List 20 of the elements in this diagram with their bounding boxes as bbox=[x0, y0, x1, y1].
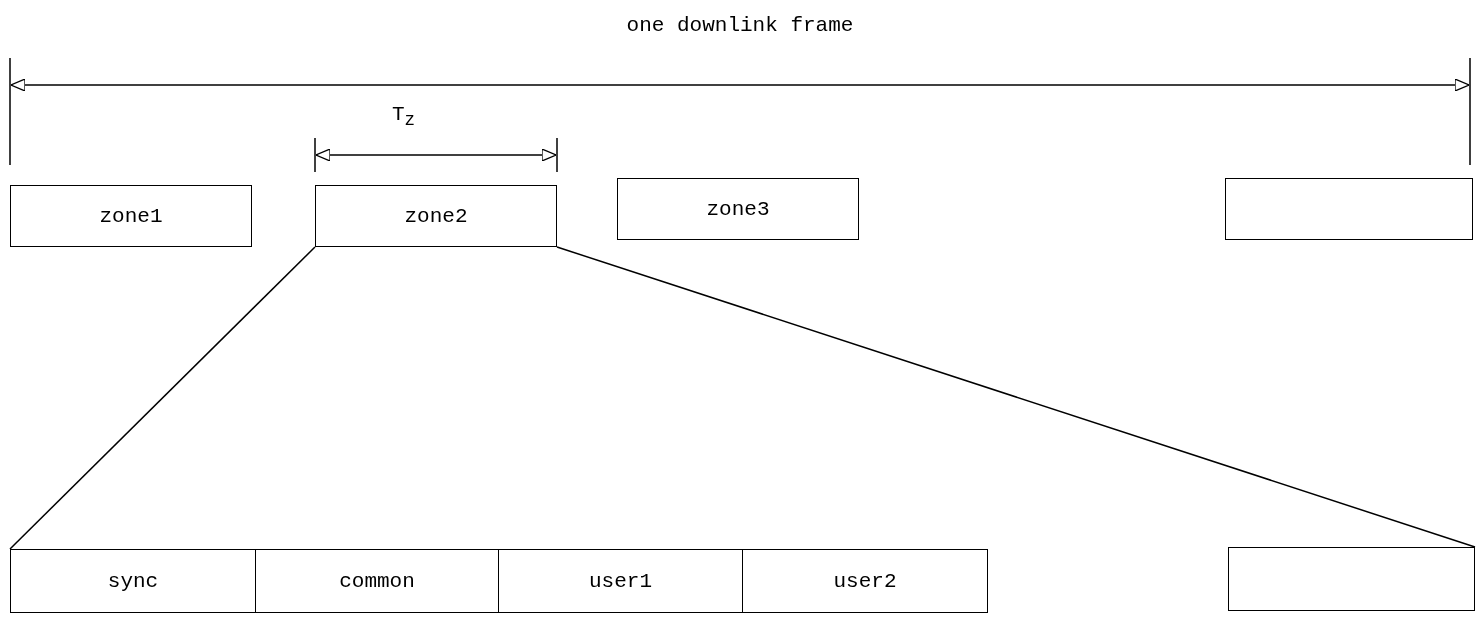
dimension-label: T$_{z}$ bbox=[392, 103, 416, 131]
frame-segment-box bbox=[315, 185, 557, 247]
segment-name: sync bbox=[106, 569, 160, 593]
segment-name: user1 bbox=[588, 569, 653, 593]
frame-segment-box bbox=[10, 549, 256, 613]
segment-name: zone1 bbox=[98, 204, 164, 228]
frame-segment-box bbox=[617, 178, 859, 240]
frame-segment-box bbox=[10, 185, 252, 247]
expansion-line bbox=[556, 246, 1476, 548]
dimension-label: one downlink frame bbox=[626, 14, 854, 37]
segment-name: zone2 bbox=[403, 204, 469, 228]
segment-name: zone3 bbox=[705, 197, 771, 221]
frame-segment-box bbox=[742, 549, 988, 613]
frame-segment-box bbox=[498, 549, 743, 613]
frame-segment-box bbox=[255, 549, 499, 613]
segment-name: user2 bbox=[832, 569, 898, 593]
empty-segment-box bbox=[1228, 547, 1475, 611]
segment-name: common bbox=[338, 569, 416, 593]
empty-segment-box bbox=[1225, 178, 1473, 240]
expansion-line bbox=[9, 246, 316, 550]
